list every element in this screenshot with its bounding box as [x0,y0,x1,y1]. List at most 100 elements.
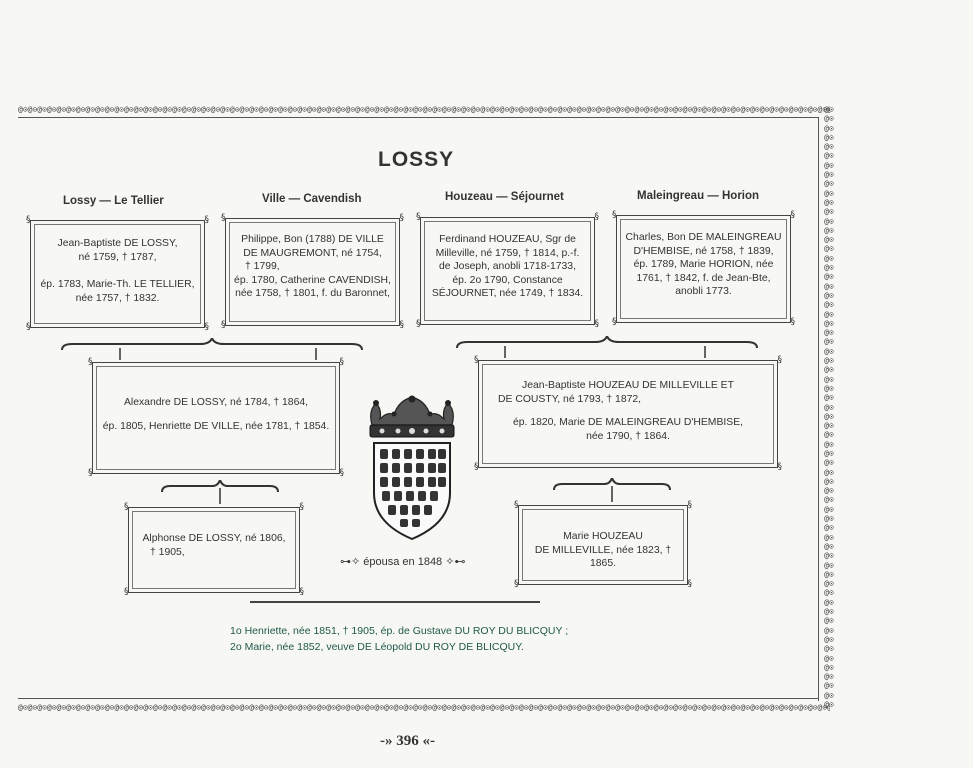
corner-ornament-icon: § [299,502,305,512]
corner-ornament-icon: § [88,357,93,367]
corner-ornament-icon: § [790,317,796,327]
box-alexandre-de-lossy: § § § § Alexandre DE LOSSY, né 1784, † 1864… [88,358,344,478]
text-line: ép. 1783, Marie-Th. LE TELLIER, [40,279,195,290]
text-line [37,264,198,278]
corner-ornament-icon: § [594,319,600,329]
corner-ornament-icon: § [514,579,519,589]
corner-ornament-icon: § [339,357,345,367]
text-line: D'HEMBISE, né 1758, † 1839, [633,245,774,257]
box-lossy-tellier: § § § § Jean-Baptiste DE LOSSY, né 1759, † … [26,216,209,332]
ornamental-border-bottom: @⊙@⊙@⊙@⊙@⊙@⊙@⊙@⊙@⊙@⊙@⊙@⊙@⊙@⊙@⊙@⊙@⊙@⊙@⊙@⊙… [18,703,830,712]
ornamental-border-right: @⊙@⊙@⊙@⊙@⊙@⊙@⊙@⊙@⊙@⊙@⊙@⊙@⊙@⊙@⊙@⊙@⊙@⊙@⊙@⊙… [824,105,834,709]
corner-ornament-icon: § [26,215,31,225]
inner-frame-line-bottom [18,698,818,699]
text-line: Philippe, Bon (1788) DE VILLE [241,234,384,245]
text-line: DE MAUGREMONT, né 1754, [243,247,382,259]
corner-ornament-icon: § [221,213,226,223]
corner-ornament-icon: § [88,468,93,478]
text-line: ép. 1789, Marie HORION, née [633,259,774,270]
corner-ornament-icon: § [594,212,600,222]
corner-ornament-icon: § [416,319,421,329]
text-line: anobli 1773. [675,286,732,297]
text-line: ép. 2o 1790, Constance [452,274,563,286]
child-entry: 2o Marie, née 1852, veuve DE Léopold DU … [230,641,524,653]
couple-heading-houzeau-sejournet: Houzeau — Séjournet [445,191,564,203]
box-jean-baptiste-houzeau: § § § § Jean-Baptiste HOUZEAU DE MILLEVILLE… [474,356,782,472]
ornamental-border-top: @⊙@⊙@⊙@⊙@⊙@⊙@⊙@⊙@⊙@⊙@⊙@⊙@⊙@⊙@⊙@⊙@⊙@⊙@⊙@⊙… [18,105,830,114]
text-line: 1761, † 1842, f. de Jean-Bte, [636,272,771,284]
box-text: Marie HOUZEAU DE MILLEVILLE, née 1823, †… [522,530,684,571]
corner-ornament-icon: § [124,502,129,512]
text-line: Alexandre DE LOSSY, né 1784, † 1864, [123,397,309,408]
box-text: Alexandre DE LOSSY, né 1784, † 1864, ép.… [98,396,334,433]
corner-ornament-icon: § [687,579,693,589]
corner-ornament-icon: § [474,462,479,472]
text-line [98,410,334,420]
marriage-note: ⊶✧ épousa en 1848 ✧⊷ [340,556,466,568]
text-line: † 1799, [245,261,280,272]
box-alphonse-de-lossy: § § § § Alphonse DE LOSSY, né 1806, † 1905, [124,503,304,597]
page-title: LOSSY [378,148,455,171]
corner-ornament-icon: § [204,215,210,225]
corner-ornament-icon: § [777,462,783,472]
text-line: née 1757, † 1832. [75,292,160,304]
text-line: Charles, Bon DE MALEINGREAU [625,232,782,243]
box-text: Philippe, Bon (1788) DE VILLE DE MAUGREM… [231,233,394,301]
corner-ornament-icon: § [612,210,617,220]
page-number: -» 396 «- [380,733,435,749]
text-line: ép. 1820, Marie DE MALEINGREAU D'HEMBISE… [512,417,744,428]
brace-connector [60,338,365,362]
box-text: Jean-Baptiste HOUZEAU DE MILLEVILLE ET D… [484,379,772,443]
text-line: Marie HOUZEAU [563,531,643,542]
corner-ornament-icon: § [339,468,345,478]
couple-heading-lossy-tellier: Lossy — Le Tellier [63,195,164,207]
corner-ornament-icon: § [612,317,617,327]
box-houzeau-sejournet: § § § § Ferdinand HOUZEAU, Sgr de Millevill… [416,213,599,329]
brace-connector [455,336,760,360]
text-line: Milleville, né 1759, † 1814, p.-f. [435,247,580,259]
corner-ornament-icon: § [790,210,796,220]
brace-connector [160,480,280,504]
corner-ornament-icon: § [399,213,405,223]
box-ville-cavendish: § § § § Philippe, Bon (1788) DE VILLE DE MA… [221,214,404,330]
box-marie-houzeau: § § § § Marie HOUZEAU DE MILLEVILLE, née 18… [514,501,692,589]
separator-line [250,601,540,603]
text-line: Jean-Baptiste DE LOSSY, [57,238,178,249]
box-text: Jean-Baptiste DE LOSSY, né 1759, † 1787,… [37,237,198,305]
corner-ornament-icon: § [399,320,405,330]
children-list: 1o Henriette, née 1851, † 1905, ép. de G… [230,623,568,655]
text-line: DE COUSTY, né 1793, † 1872, [498,393,642,405]
text-line: née 1790, † 1864. [586,430,670,442]
corner-ornament-icon: § [474,355,479,365]
text-line: Alphonse DE LOSSY, né 1806, [142,533,286,544]
text-line: † 1905, [150,546,185,558]
text-line: Jean-Baptiste HOUZEAU DE MILLEVILLE ET [522,380,734,391]
corner-ornament-icon: § [221,320,226,330]
corner-ornament-icon: § [687,500,693,510]
corner-ornament-icon: § [777,355,783,365]
box-text: Alphonse DE LOSSY, né 1806, † 1905, [134,532,294,559]
text-line [484,406,772,416]
text-line: ép. 1805, Henriette DE VILLE, née 1781, … [102,420,330,432]
couple-heading-maleingreau-horion: Maleingreau — Horion [637,190,760,202]
box-text: Charles, Bon DE MALEINGREAU D'HEMBISE, n… [622,231,785,299]
text-line: Ferdinand HOUZEAU, Sgr de [439,234,576,245]
corner-ornament-icon: § [204,322,210,332]
brace-connector [552,478,672,502]
coat-of-arms-icon [358,393,466,548]
corner-ornament-icon: § [26,322,31,332]
text-line: ép. 1780, Catherine CAVENDISH, [234,274,391,286]
corner-ornament-icon: § [299,587,305,597]
text-line: SÉJOURNET, née 1749, † 1834. [431,288,584,299]
text-line: née 1758, † 1801, f. du Baronnet, [235,288,390,299]
text-line: né 1759, † 1787, [78,251,157,263]
corner-ornament-icon: § [416,212,421,222]
couple-heading-ville-cavendish: Ville — Cavendish [262,193,362,205]
corner-ornament-icon: § [124,587,129,597]
box-maleingreau-horion: § § § § Charles, Bon DE MALEINGREAU D'HEMBI… [612,211,795,327]
corner-ornament-icon: § [514,500,519,510]
inner-frame-line [18,117,819,701]
text-line: de Joseph, anobli 1718-1733, [439,261,576,272]
box-text: Ferdinand HOUZEAU, Sgr de Milleville, né… [426,233,589,301]
child-entry: 1o Henriette, née 1851, † 1905, ép. de G… [230,625,569,637]
